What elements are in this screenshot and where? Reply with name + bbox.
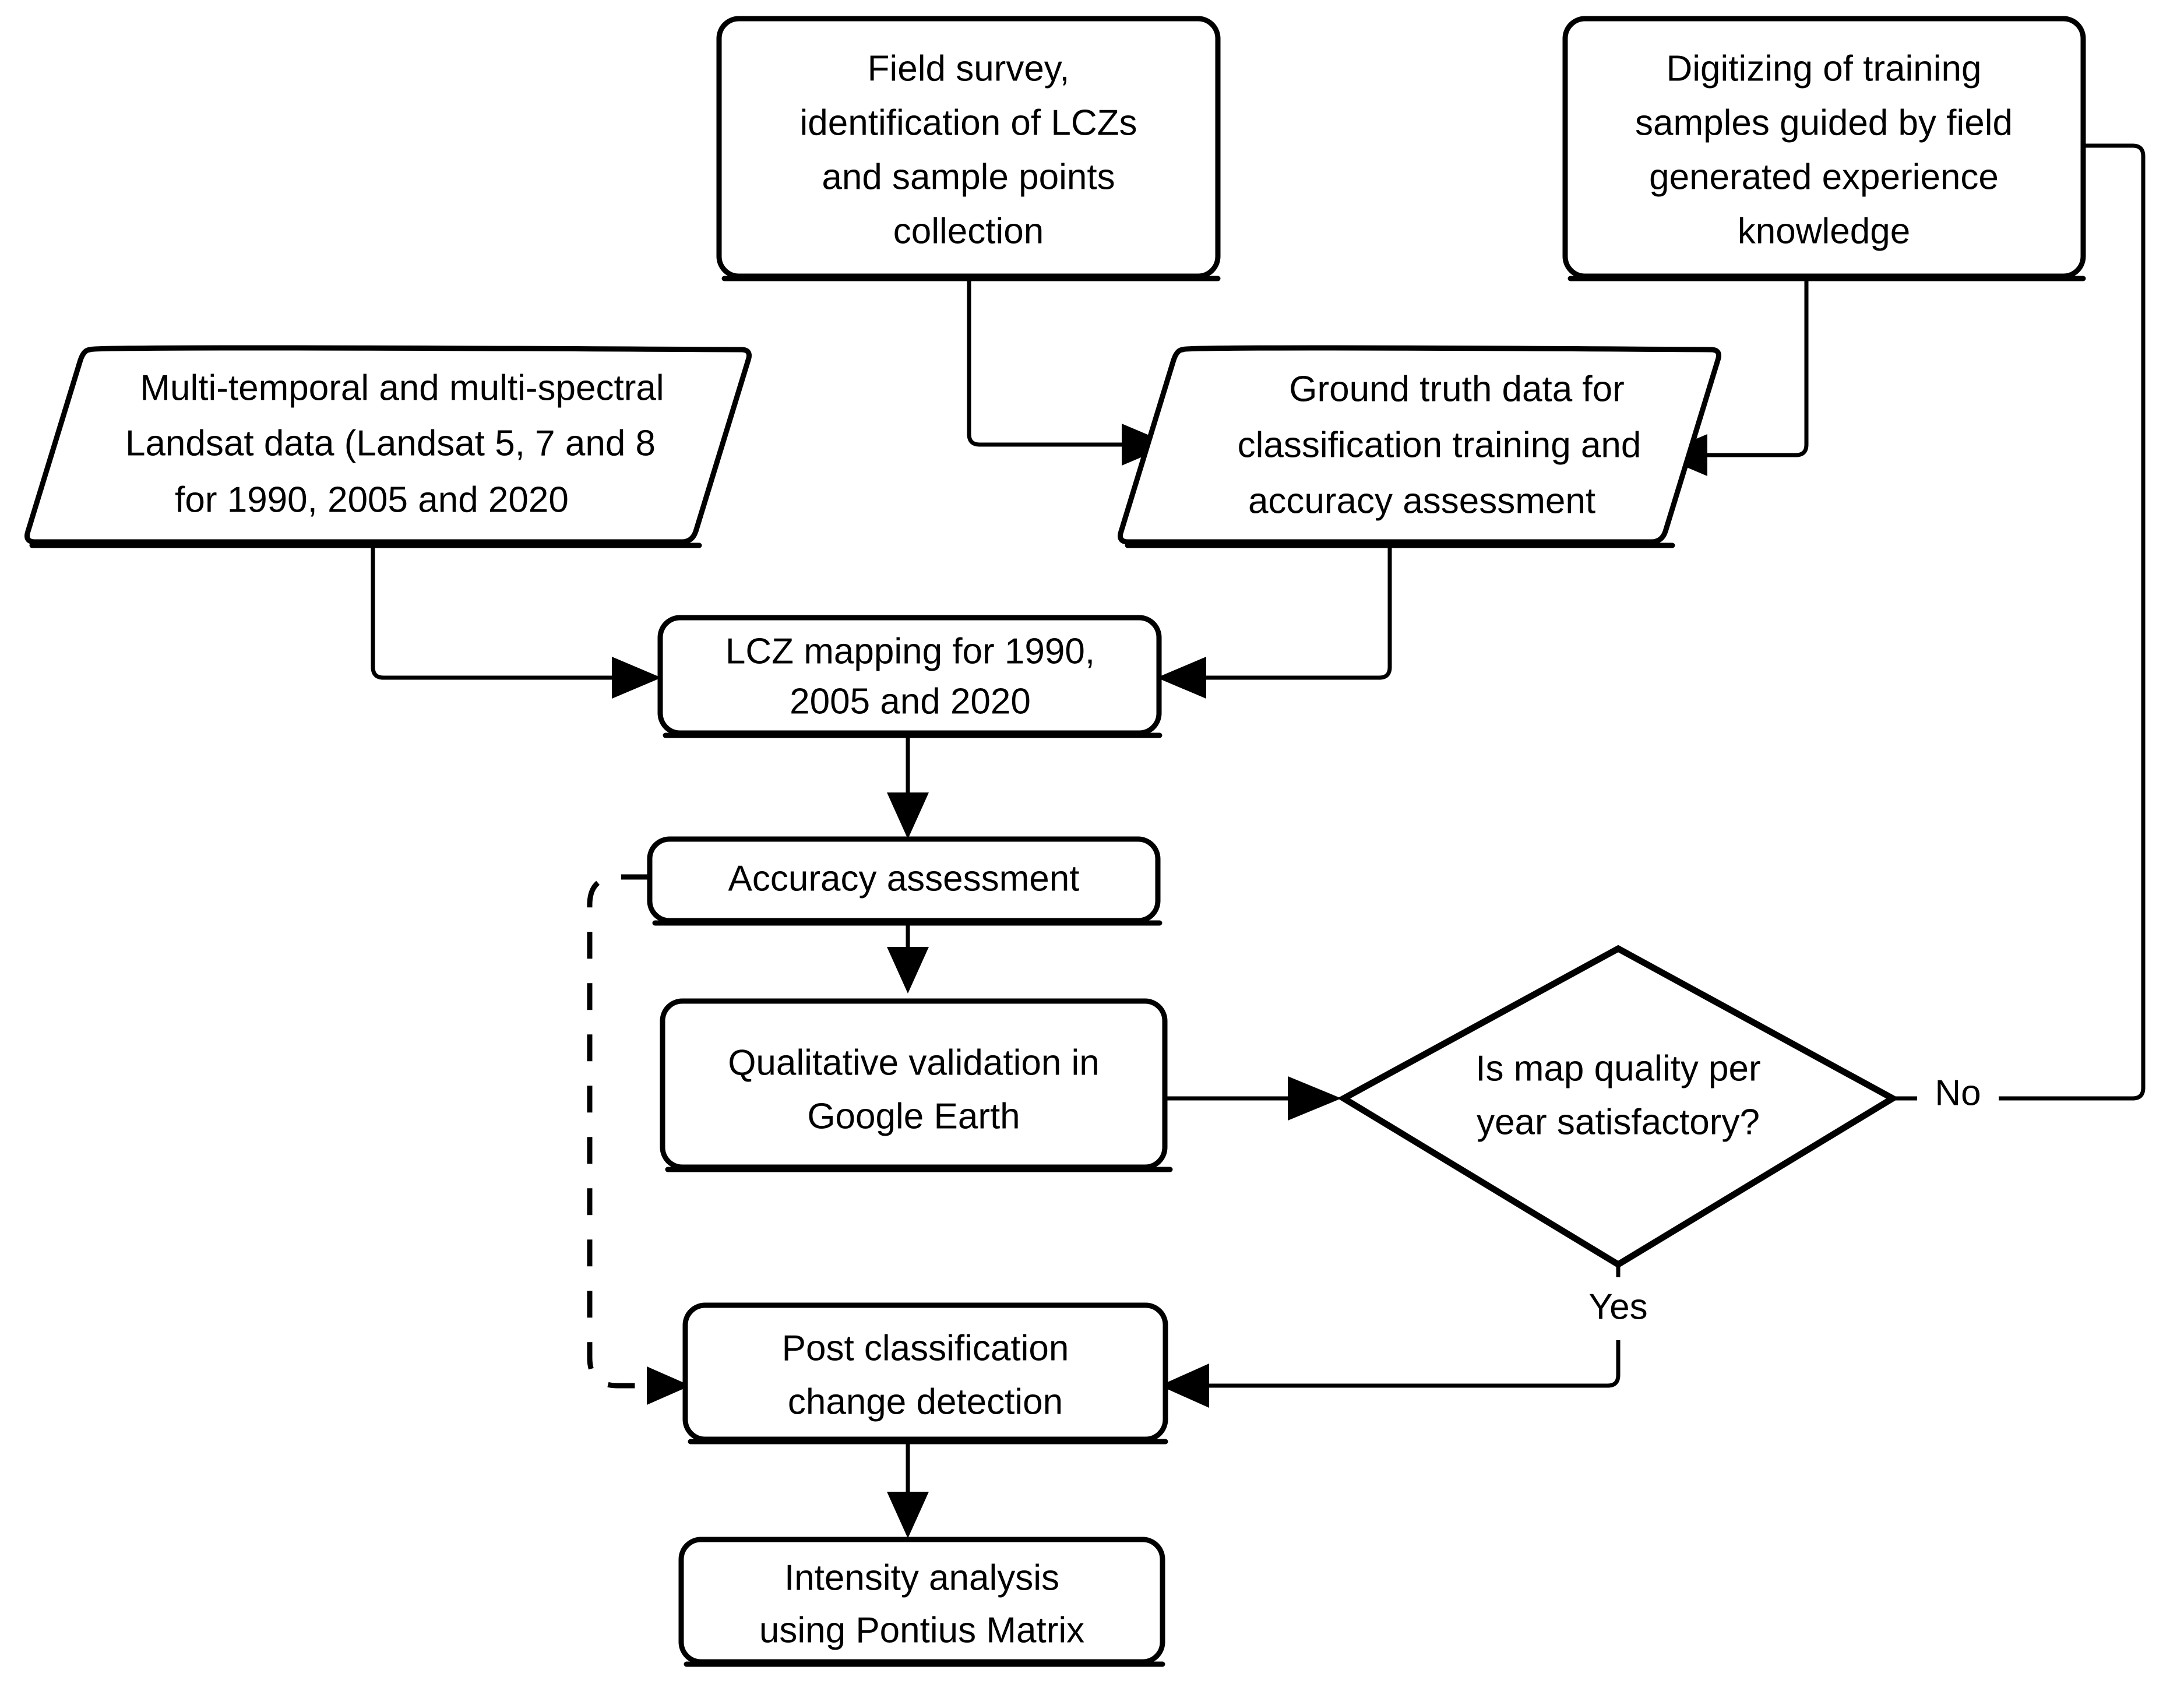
arrowhead-icon <box>647 1366 691 1405</box>
ground-truth-line-3: accuracy assessment <box>1248 481 1595 521</box>
digitizing-line-4: knowledge <box>1738 211 1910 251</box>
arrowhead-icon <box>1160 1364 1209 1408</box>
landsat-data-shape <box>24 345 752 545</box>
edge-qualitative-to-decision <box>1164 1076 1341 1121</box>
intensity-analysis-line-2: using Pontius Matrix <box>759 1610 1084 1650</box>
edge-accuracy-dashed-to-post-classification <box>587 874 691 1405</box>
decision-line-2: year satisfactory? <box>1477 1102 1760 1142</box>
qualitative-validation-shape <box>660 998 1168 1170</box>
arrowhead-icon <box>887 792 929 839</box>
field-survey-line-1: Field survey, <box>868 48 1070 89</box>
accuracy-assessment-label: Accuracy assessment <box>728 858 1080 899</box>
decision-line-1: Is map quality per <box>1475 1048 1760 1088</box>
qualitative-validation-line-1: Qualitative validation in <box>728 1042 1100 1083</box>
decision-diamond-shape <box>1337 945 1900 1269</box>
field-survey-line-2: identification of LCZs <box>800 103 1137 143</box>
field-survey-line-4: collection <box>893 211 1044 251</box>
arrowhead-icon <box>887 947 929 994</box>
edge-field-survey-to-ground-truth <box>967 279 1171 466</box>
intensity-analysis-line-1: Intensity analysis <box>784 1558 1059 1598</box>
post-classification-line-2: change detection <box>788 1382 1063 1422</box>
arrowhead-icon <box>1288 1076 1341 1121</box>
field-survey-shape <box>716 16 1221 279</box>
edge-post-classification-to-intensity <box>887 1439 929 1538</box>
node-intensity-analysis[interactable]: Intensity analysis using Pontius Matrix <box>678 1537 1165 1667</box>
node-lcz-mapping[interactable]: LCZ mapping for 1990, 2005 and 2020 <box>657 615 1163 738</box>
arrowhead-icon <box>1157 657 1206 699</box>
digitizing-line-3: generated experience <box>1649 157 1999 197</box>
ground-truth-line-1: Ground truth data for <box>1289 369 1625 409</box>
lcz-mapping-line-1: LCZ mapping for 1990, <box>725 631 1095 671</box>
ground-truth-shape <box>1118 345 1721 545</box>
landsat-line-1: Multi-temporal and multi-spectral <box>140 368 664 408</box>
node-qualitative-validation[interactable]: Qualitative validation in Google Earth <box>660 998 1173 1172</box>
accuracy-assessment-shape <box>647 836 1161 924</box>
intensity-analysis-shape <box>678 1537 1165 1665</box>
landsat-line-2: Landsat data (Landsat 5, 7 and 8 <box>125 423 656 463</box>
field-survey-line-3: and sample points <box>822 157 1115 197</box>
edge-ground-truth-to-lcz-mapping <box>1157 548 1392 699</box>
digitizing-line-1: Digitizing of training <box>1666 48 1981 89</box>
digitizing-line-2: samples guided by field <box>1635 103 2013 143</box>
node-accuracy-assessment[interactable]: Accuracy assessment <box>647 836 1163 926</box>
edge-decision-yes-to-post-classification <box>1160 1264 1621 1408</box>
edge-lcz-mapping-to-accuracy <box>887 734 929 839</box>
ground-truth-line-2: classification training and <box>1238 425 1641 465</box>
post-classification-shape <box>682 1302 1168 1442</box>
edge-label-yes: Yes <box>1588 1287 1647 1327</box>
node-landsat-data[interactable]: Multi-temporal and multi-spectral Landsa… <box>24 345 752 548</box>
node-post-classification[interactable]: Post classification change detection <box>682 1302 1168 1445</box>
arrowhead-icon <box>612 657 661 699</box>
edge-landsat-to-lcz-mapping <box>371 548 661 699</box>
edge-label-no: No <box>1935 1073 1981 1113</box>
landsat-line-3: for 1990, 2005 and 2020 <box>175 480 569 520</box>
digitizing-shape <box>1562 16 2086 279</box>
lcz-mapping-line-2: 2005 and 2020 <box>790 681 1031 721</box>
edge-accuracy-to-qualitative <box>887 922 929 994</box>
qualitative-validation-line-2: Google Earth <box>807 1096 1020 1136</box>
lcz-mapping-shape <box>657 615 1162 736</box>
node-ground-truth-data[interactable]: Ground truth data for classification tra… <box>1118 345 1721 548</box>
node-field-survey[interactable]: Field survey, identification of LCZs and… <box>716 16 1221 281</box>
post-classification-line-1: Post classification <box>782 1328 1069 1368</box>
node-map-quality-decision[interactable]: Is map quality per year satisfactory? <box>1337 945 1900 1269</box>
node-digitizing-training-samples[interactable]: Digitizing of training samples guided by… <box>1562 16 2086 281</box>
arrowhead-icon <box>887 1492 929 1538</box>
